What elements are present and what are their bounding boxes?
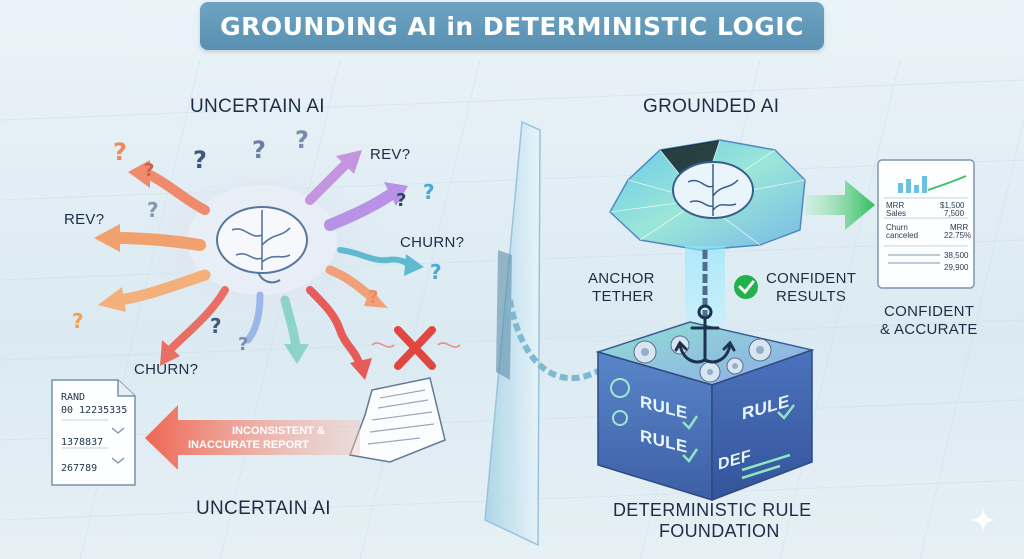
report-row-left: MRR <box>886 201 905 210</box>
question-mark: ? <box>295 126 309 154</box>
uncertain-ai-footer-heading: UNCERTAIN AI <box>196 498 331 519</box>
arrow-teal-wavy-right <box>337 247 413 268</box>
arrow-label-rev-right: REV? <box>370 146 411 163</box>
tether-chain <box>507 299 602 382</box>
arrow-head <box>128 160 150 188</box>
uncertain-report-document <box>51 379 136 486</box>
anchor-icon <box>674 304 736 364</box>
report-row-right: $1,500 <box>940 201 965 210</box>
output-arrow <box>805 180 875 230</box>
question-mark: ? <box>147 198 159 222</box>
error-x-icon <box>371 326 461 370</box>
arrow-red-down <box>166 286 229 354</box>
doc-line-1: RAND <box>61 392 86 403</box>
report-row-left: canceled <box>886 231 919 240</box>
question-mark: ? <box>252 136 266 164</box>
question-mark: ? <box>368 287 379 308</box>
anchor-label-line1: ANCHOR <box>588 270 655 287</box>
arrow-label-rev-left: REV? <box>64 211 105 228</box>
arrow-red-wavy-down <box>306 286 364 369</box>
glass-divider <box>484 120 541 547</box>
brain-icon <box>216 206 308 284</box>
arrow-purple-up <box>305 160 350 205</box>
arrow-label-churn-left: CHURN? <box>134 361 199 378</box>
arrow-purple-right <box>324 189 396 231</box>
question-mark: ? <box>193 146 207 174</box>
report-arrow-label-line1: INCONSISTENT & <box>232 425 325 437</box>
grounded-ai-heading: GROUNDED AI <box>643 96 780 117</box>
arrow-label-churn-right: CHURN? <box>400 234 465 251</box>
brain-icon-grounded <box>672 161 754 219</box>
title-banner: GROUNDING AI in DETERMINISTIC LOGIC <box>200 2 824 50</box>
confident-results-line2: RESULTS <box>776 288 847 305</box>
report-arrow <box>145 405 360 470</box>
report-row-right: 38,500 <box>944 251 969 260</box>
arrow-orange-left <box>112 232 206 251</box>
arrow-red-upleft <box>145 170 210 215</box>
anchor-label-line2: TETHER <box>592 288 654 305</box>
confident-results-line1: CONFIDENT <box>766 270 857 287</box>
question-mark: ? <box>396 190 407 211</box>
question-mark: ? <box>423 180 435 204</box>
page-title: GROUNDING AI in DETERMINISTIC LOGIC <box>220 11 804 41</box>
foundation-label-line2: FOUNDATION <box>659 521 780 541</box>
doc-line-2: 00 12235335 <box>61 405 128 416</box>
report-row-right: 7,500 <box>944 209 965 218</box>
doc-line-3: 1378837 <box>61 437 104 448</box>
report-row-left: Sales <box>886 209 907 218</box>
arrow-blue-down <box>244 291 264 344</box>
question-mark: ? <box>113 138 127 166</box>
foundation-label-line1: DETERMINISTIC RULE <box>613 500 812 520</box>
report-row-right: MRR <box>950 223 969 232</box>
question-mark: ? <box>238 334 249 355</box>
doc-line-4: 267789 <box>61 463 98 474</box>
uncertain-ai-heading: UNCERTAIN AI <box>190 96 325 117</box>
report-row-right: 22.75% <box>944 231 972 240</box>
crumpled-paper-icon <box>348 377 446 463</box>
question-mark: ? <box>72 309 84 333</box>
arrow-orange-downleft <box>114 269 211 306</box>
report-row-left: Churn <box>886 223 908 232</box>
question-mark: ? <box>144 160 155 181</box>
scattered-arrows <box>94 150 424 380</box>
accurate-report-card <box>877 159 975 289</box>
confident-accurate-line1: CONFIDENT <box>884 303 975 320</box>
report-arrow-label-line2: INACCURATE REPORT <box>188 439 309 451</box>
sparkle-icon <box>970 507 996 533</box>
question-mark: ? <box>210 314 222 338</box>
question-mark: ? <box>430 260 442 284</box>
confident-accurate-line2: & ACCURATE <box>880 321 978 338</box>
report-row-right: 29,900 <box>944 263 969 272</box>
check-icon <box>734 275 758 299</box>
